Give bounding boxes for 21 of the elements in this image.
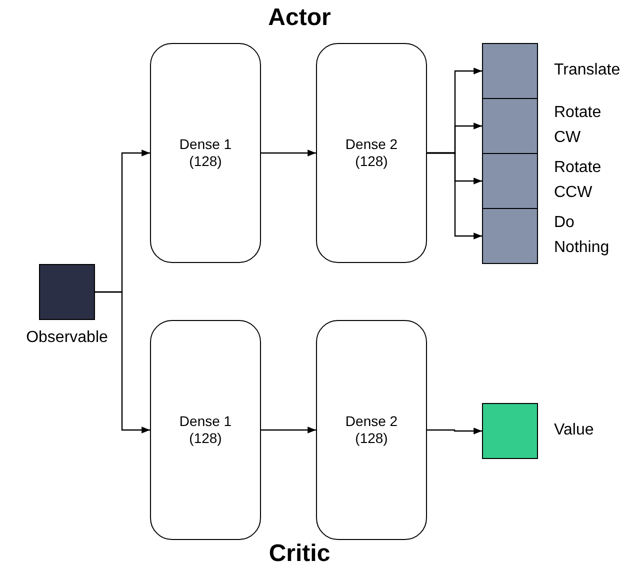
- layer-label: Dense 2 (128): [344, 412, 399, 448]
- layer-label: Dense 2 (128): [344, 136, 399, 170]
- section-title: Actor: [267, 4, 332, 32]
- action-label: Translate: [554, 60, 622, 81]
- layer-label: Dense 1 (128): [178, 412, 233, 448]
- action-label: Value: [554, 420, 595, 441]
- dense-layer-box: [150, 320, 261, 540]
- dense-layer-box: [316, 43, 427, 263]
- input-label: Observable: [26, 328, 108, 348]
- dense-layer-box: [316, 320, 427, 540]
- section-title: Critic: [268, 540, 332, 568]
- arrow: [261, 150, 316, 156]
- arrow: [95, 291, 150, 434]
- action-label: Do Nothing: [554, 213, 610, 258]
- action-label: Rotate CW: [554, 103, 602, 148]
- action-label: Rotate CCW: [554, 158, 602, 203]
- arrow: [427, 152, 482, 240]
- arrow: [261, 426, 316, 434]
- layer-label: Dense 1 (128): [178, 136, 233, 170]
- dense-layer-box: [150, 43, 261, 263]
- arrow: [427, 428, 482, 434]
